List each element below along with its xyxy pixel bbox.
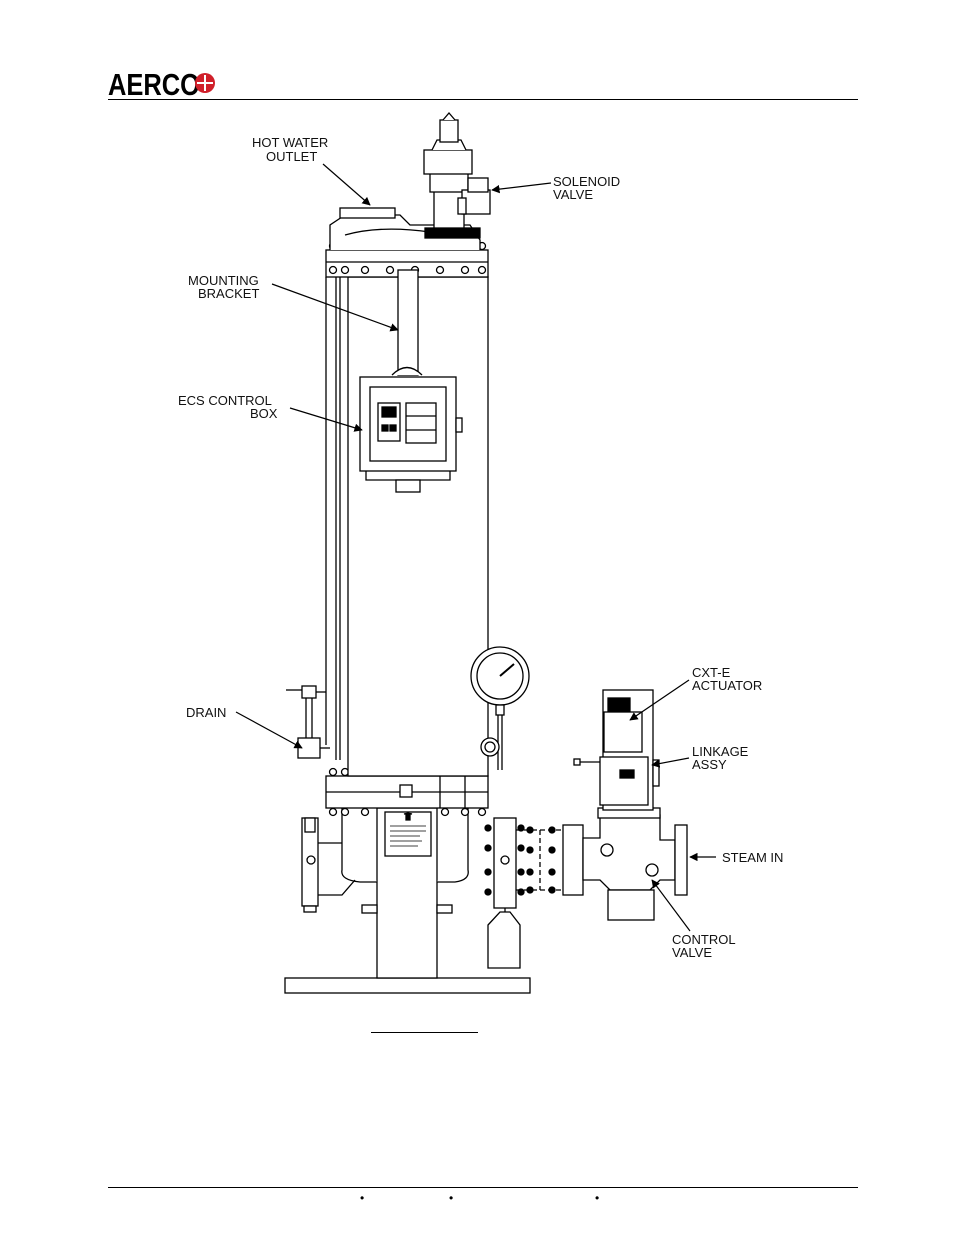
aerco-logo: AERCO xyxy=(108,67,215,100)
valve-left-flange xyxy=(562,824,584,896)
footer-bullet-3: • xyxy=(595,1191,600,1205)
manifold-body xyxy=(493,817,517,909)
label-steam-in: STEAM IN xyxy=(722,850,783,865)
label-cxt-actuator-1: CXT-E xyxy=(692,665,731,680)
label-hot-water-outlet-2: OUTLET xyxy=(266,149,317,164)
base-plate xyxy=(284,977,531,994)
solenoid-valve-body xyxy=(461,189,491,215)
footer-rule xyxy=(108,1187,858,1188)
label-mounting-bracket-1: MOUNTING xyxy=(188,273,259,288)
figure-caption-underline xyxy=(371,1032,478,1033)
label-solenoid-valve-2: VALVE xyxy=(553,187,593,202)
mounting-bracket xyxy=(397,269,419,376)
label-mounting-bracket-2: BRACKET xyxy=(198,286,259,301)
label-hot-water-outlet-1: HOT WATER xyxy=(252,135,328,150)
label-drain: DRAIN xyxy=(186,705,226,720)
label-ecs-control-box-1: ECS CONTROL xyxy=(178,393,272,408)
label-cxt-actuator-2: ACTUATOR xyxy=(692,678,762,693)
label-control-valve-2: VALVE xyxy=(672,945,712,960)
footer-bullet-2: • xyxy=(449,1191,454,1205)
footer-bullet-1: • xyxy=(360,1191,365,1205)
bottom-head xyxy=(341,808,469,883)
hot-water-outlet xyxy=(339,207,396,219)
logo-flame-icon xyxy=(195,73,215,93)
header-rule xyxy=(108,99,858,100)
sensor-probe xyxy=(487,911,521,969)
label-control-valve-1: CONTROL xyxy=(672,932,736,947)
label-linkage-assy-1: LINKAGE xyxy=(692,744,749,759)
label-linkage-assy-2: ASSY xyxy=(692,757,727,772)
label-solenoid-valve-1: SOLENOID xyxy=(553,174,620,189)
label-ecs-control-box-2: BOX xyxy=(250,406,278,421)
control-valve-body xyxy=(582,814,676,891)
logo-text: AERCO xyxy=(108,67,200,100)
